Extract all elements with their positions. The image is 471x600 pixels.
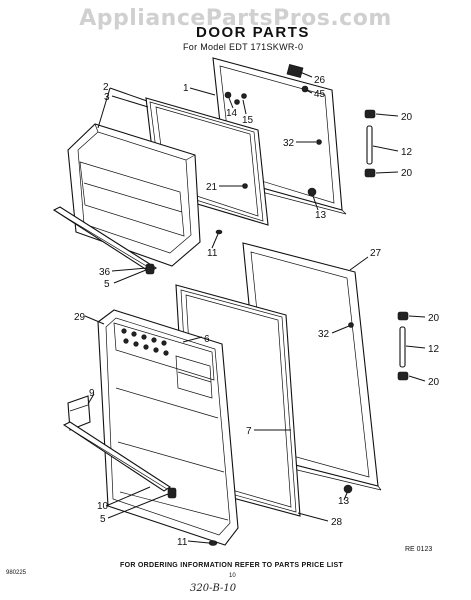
shelf-clip-5-top	[145, 263, 155, 275]
callout-20-d: 20	[428, 377, 440, 388]
callout-12-a: 12	[401, 147, 413, 158]
callout-27: 27	[370, 248, 382, 259]
hinge-set-bottom	[397, 311, 409, 381]
door-stop-13-bottom	[343, 484, 353, 494]
callout-11-a: 11	[207, 248, 218, 259]
page-number: 10	[229, 573, 236, 579]
callout-10: 10	[97, 501, 109, 512]
callout-45: 45	[314, 89, 326, 100]
callout-20-b: 20	[401, 168, 413, 179]
callout-26: 26	[314, 75, 326, 86]
screw-11-top	[215, 229, 223, 235]
screw-32-bottom	[348, 322, 354, 328]
callout-7: 7	[246, 426, 252, 437]
door-stop-13-top	[307, 187, 317, 197]
fresh-food-door-liner	[97, 309, 239, 546]
catalog-code: 980225	[6, 570, 27, 576]
callout-13-b: 13	[338, 496, 350, 507]
callout-20-c: 20	[428, 313, 440, 324]
callout-32-a: 32	[283, 138, 295, 149]
callout-6: 6	[204, 334, 210, 345]
callout-15: 15	[242, 115, 254, 126]
callout-2: 2	[103, 82, 109, 93]
callout-12-b: 12	[428, 344, 440, 355]
callout-14: 14	[226, 108, 238, 119]
freezer-shelf-bar	[52, 206, 158, 273]
screw-32-top	[316, 139, 322, 145]
screw-11-bottom	[208, 540, 218, 546]
diagram-title: DOOR PARTS	[196, 24, 310, 41]
leader-lines	[84, 71, 426, 544]
callout-28: 28	[331, 517, 343, 528]
handwritten-note: 320-B-10	[190, 583, 237, 594]
callout-5-b: 5	[100, 514, 106, 525]
hinge-set-top	[364, 109, 376, 178]
hinge-bracket-top	[286, 63, 309, 93]
shelf-clip-5-bottom	[167, 487, 177, 499]
callout-21: 21	[206, 182, 218, 193]
model-subtitle: For Model EDT 171SKWR-0	[183, 42, 304, 52]
callout-36: 36	[99, 267, 111, 278]
fresh-food-shelf-bar	[62, 421, 172, 492]
callout-3: 3	[104, 92, 110, 103]
callout-11-b: 11	[177, 537, 188, 548]
callout-1: 1	[183, 83, 189, 94]
callout-5-a: 5	[104, 279, 110, 290]
watermark: AppliancePartsPros.com	[79, 6, 392, 31]
freezer-door-liner	[67, 123, 201, 267]
butter-compartment-door	[67, 395, 91, 431]
callout-29: 29	[74, 312, 86, 323]
ordering-note: FOR ORDERING INFORMATION REFER TO PARTS …	[120, 562, 344, 569]
screws-top	[224, 91, 247, 105]
egg-tray	[121, 328, 169, 356]
callout-13-a: 13	[315, 210, 327, 221]
callout-20-a: 20	[401, 112, 413, 123]
callout-32-b: 32	[318, 329, 330, 340]
reference-code: RE 0123	[405, 546, 433, 553]
callout-9: 9	[89, 388, 95, 399]
screw-21	[242, 183, 248, 189]
